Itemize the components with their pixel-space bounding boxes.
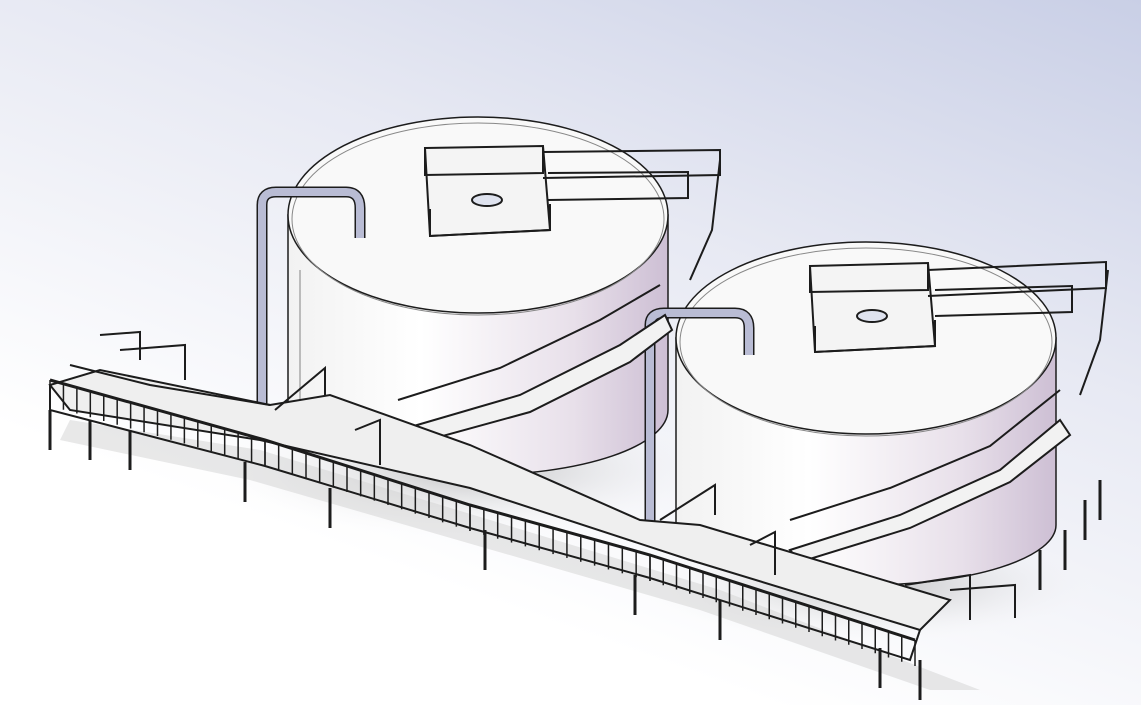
pipe-left [256,186,366,405]
support-legs [48,410,1102,700]
stair-right [788,269,1109,564]
roof-platform-left [423,144,721,238]
pipe-right [644,307,755,525]
tank-left [287,116,669,476]
stair-left [397,159,721,447]
railing-balusters [49,380,916,666]
roof-platform-right [808,260,1107,354]
